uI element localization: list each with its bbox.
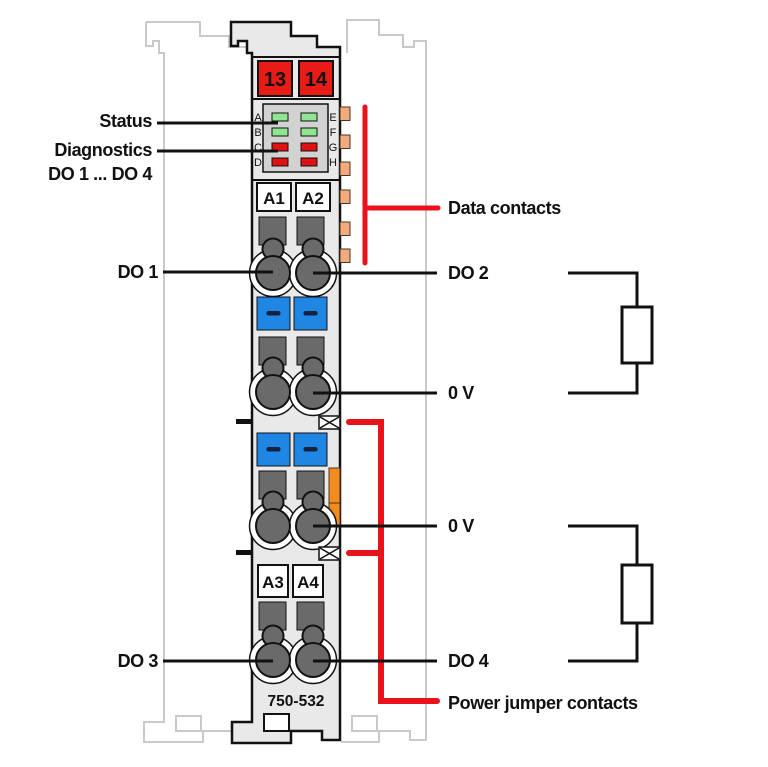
data-contact-icon — [339, 134, 351, 149]
diagnostics-label: Diagnostics — [54, 140, 152, 160]
data-contact-icon — [339, 221, 351, 236]
terminal-box-a1 — [256, 182, 292, 212]
status-label: Status — [99, 111, 152, 131]
power-jumper-contacts-label: Power jumper contacts — [448, 693, 638, 713]
diag-led-c-right — [300, 142, 318, 152]
marking-number-13: 13 — [264, 69, 286, 91]
diag-led-d-right — [300, 157, 318, 167]
terminal-labels-lower: A3 A4 — [257, 564, 324, 598]
module-foot-notch — [263, 713, 290, 732]
blue-clamp-row-1 — [256, 296, 328, 331]
status-led-b-left — [271, 127, 289, 137]
load-resistor-icon — [620, 563, 654, 625]
data-contact-icon — [339, 106, 351, 121]
terminal-label-a1: A1 — [263, 189, 285, 208]
terminal-label-a3: A3 — [262, 573, 284, 592]
led-letter-c: C — [254, 142, 262, 154]
power-jumper-contact-icon — [318, 415, 341, 430]
power-jumper-contact-icon — [318, 546, 341, 561]
status-led-a-left — [271, 112, 289, 122]
wire-port-0v2-left — [255, 508, 291, 544]
data-contact-icon — [339, 189, 351, 204]
marking-block-13 — [257, 60, 293, 97]
diagnostics-range-label: DO 1 ... DO 4 — [48, 164, 152, 184]
ghost-right-top-profile — [346, 19, 427, 718]
led-letter-h: H — [329, 157, 337, 169]
terminal-label-a4: A4 — [297, 573, 319, 592]
clamp-slot-icon — [303, 311, 318, 316]
led-panel: A B C D E F G H — [254, 103, 338, 173]
terminal-box-a3 — [257, 564, 289, 598]
diag-led-c-left — [271, 142, 289, 152]
status-led-b-right — [300, 127, 318, 137]
do2-label: DO 2 — [448, 263, 489, 283]
led-letter-f: F — [330, 127, 337, 139]
marking-block-14 — [298, 60, 334, 97]
terminal-box-a4 — [292, 564, 324, 598]
ghost-right-foot-notch — [351, 715, 378, 732]
data-contact-icon — [339, 161, 351, 176]
terminal-labels-upper: A1 A2 — [256, 182, 331, 212]
load-wire — [568, 271, 639, 395]
do3-label: DO 3 — [118, 651, 159, 671]
status-led-a-right — [300, 112, 318, 122]
0v-upper-label: 0 V — [448, 383, 474, 403]
data-contacts-callout-line — [362, 104, 441, 266]
do1-label: DO 1 — [118, 262, 159, 282]
ghost-left-edge — [145, 22, 165, 718]
load-circuit-lower — [568, 524, 654, 663]
part-number: 750-532 — [268, 693, 325, 710]
terminal-row-0v-lower — [248, 467, 341, 551]
data-contact-icon — [339, 248, 351, 263]
load-circuit-upper — [568, 271, 654, 395]
left-power-blade-icon — [236, 419, 252, 424]
led-letter-d: D — [254, 157, 262, 169]
do4-label: DO 4 — [448, 651, 489, 671]
led-letter-a: A — [254, 112, 262, 124]
data-contacts-group — [339, 106, 351, 263]
wire-port-0v-left — [255, 374, 291, 410]
ghost-left-module — [143, 21, 251, 743]
ghost-left-foot-notch — [175, 715, 202, 732]
led-letter-g: G — [329, 142, 338, 154]
marking-blocks: 13 14 — [257, 60, 334, 97]
terminal-box-a2 — [295, 182, 331, 212]
marking-number-14: 14 — [305, 69, 328, 91]
led-letter-e: E — [329, 112, 336, 124]
left-power-blade-icon — [236, 550, 252, 555]
terminal-label-a2: A2 — [302, 189, 324, 208]
blue-clamp-row-2 — [256, 432, 328, 467]
ghost-right-foot — [341, 716, 427, 743]
clamp-slot-icon — [303, 447, 318, 452]
load-wire — [568, 524, 639, 663]
diag-led-d-left — [271, 157, 289, 167]
clamp-slot-icon — [266, 311, 281, 316]
load-resistor-icon — [620, 305, 654, 365]
clamp-slot-icon — [266, 447, 281, 452]
terminal-row-0v-upper — [248, 336, 338, 417]
led-letter-b: B — [254, 127, 261, 139]
data-contacts-label: Data contacts — [448, 198, 561, 218]
0v-lower-label: 0 V — [448, 516, 474, 536]
ghost-right-module — [341, 19, 427, 743]
power-jumper-callout-line — [346, 419, 440, 704]
